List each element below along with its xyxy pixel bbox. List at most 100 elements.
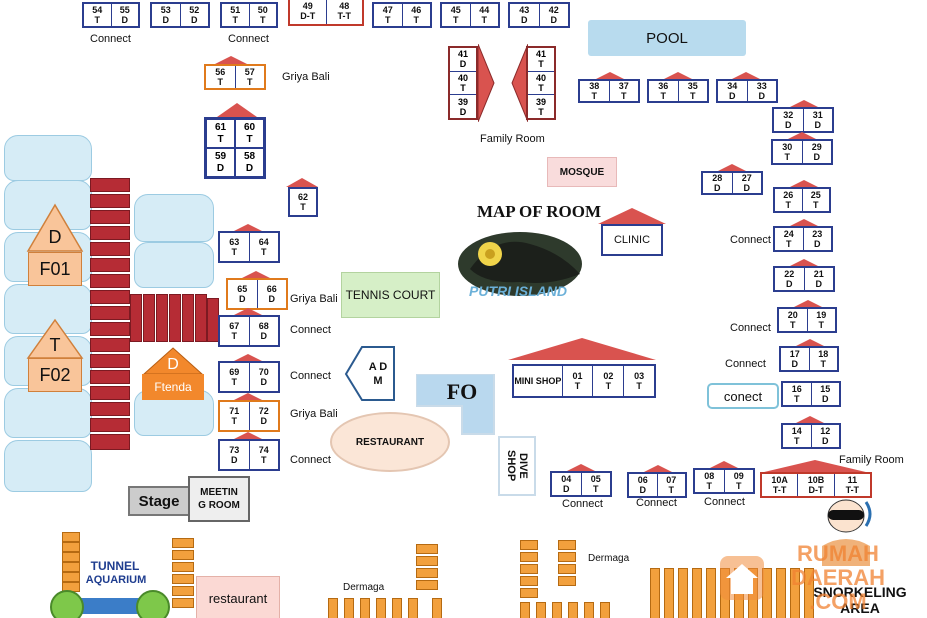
adm-label[interactable]: A D M	[368, 361, 388, 387]
clinic[interactable]: CLINIC	[601, 224, 663, 256]
mosque[interactable]: MOSQUE	[547, 157, 617, 187]
mini-shop[interactable]: MINI SHOP	[514, 366, 563, 396]
pool[interactable]: POOL	[588, 20, 746, 56]
restaurant-2[interactable]: restaurant	[196, 576, 280, 618]
fo-label[interactable]: FO	[446, 379, 478, 404]
dive-shop[interactable]: DIVE SHOP	[498, 436, 536, 496]
restaurant[interactable]: RESTAURANT	[330, 412, 450, 472]
tennis-court[interactable]: TENNIS COURT	[341, 272, 440, 318]
